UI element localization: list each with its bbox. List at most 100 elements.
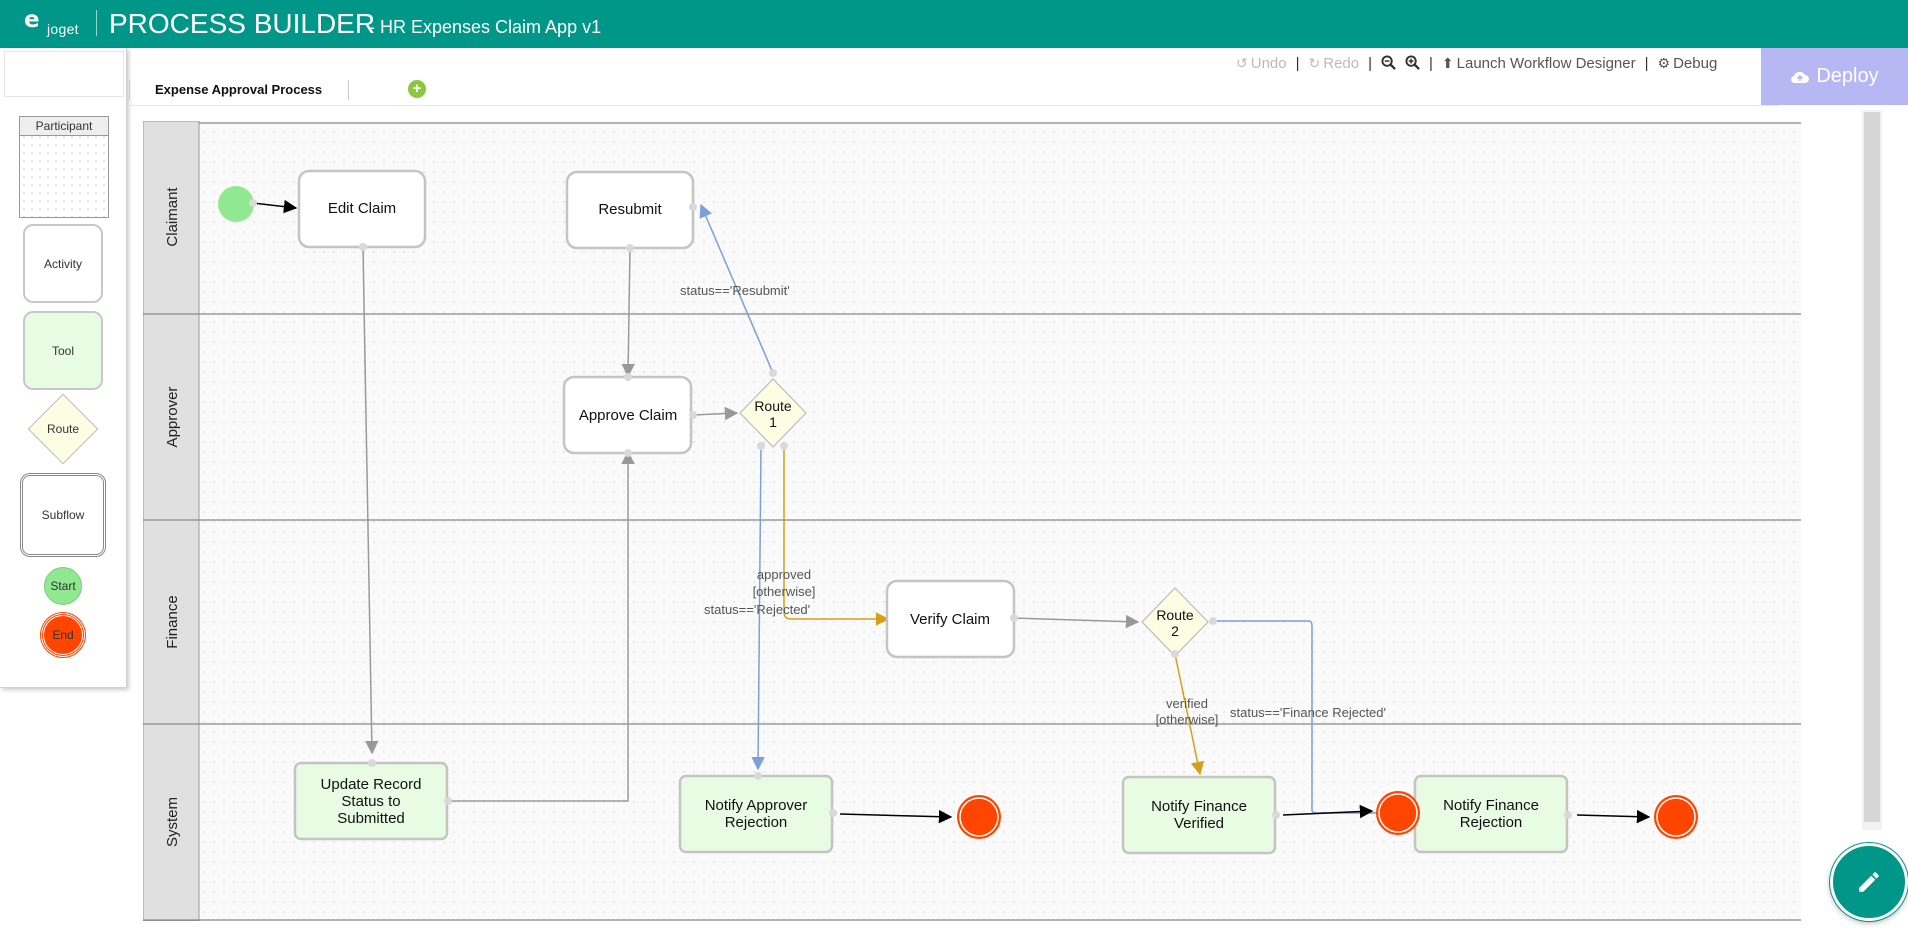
swimlane-approver[interactable]: Approver bbox=[143, 313, 200, 521]
toolbar-separator: | bbox=[1644, 55, 1649, 72]
transition-update-approve[interactable] bbox=[448, 450, 635, 802]
activity-label: Approve Claim bbox=[579, 407, 677, 424]
toolbar-separator: | bbox=[1429, 55, 1433, 72]
palette-subflow-label: Subflow bbox=[41, 508, 85, 522]
palette-start-label: Start bbox=[50, 579, 76, 593]
zoom-out-icon bbox=[1381, 55, 1396, 70]
tab-divider bbox=[348, 80, 349, 100]
tab-divider bbox=[129, 80, 130, 100]
transition-start-edit[interactable] bbox=[252, 199, 298, 214]
header-divider bbox=[96, 10, 97, 36]
swimlane-label: System bbox=[164, 797, 181, 847]
palette-activity-label: Activity bbox=[43, 256, 82, 271]
palette-search-box[interactable] bbox=[4, 51, 124, 97]
route-label: 2 bbox=[1171, 623, 1179, 639]
transition-notify-rejection-end[interactable] bbox=[1576, 809, 1651, 824]
end-node[interactable] bbox=[1376, 791, 1420, 835]
condition-label: status=='Resubmit' bbox=[680, 283, 790, 298]
tool-label: Submitted bbox=[337, 810, 405, 827]
end-node[interactable] bbox=[1654, 795, 1698, 839]
tool-label: Rejection bbox=[1460, 814, 1523, 831]
route-label: 1 bbox=[769, 414, 777, 430]
tool-notify-finance-rejection[interactable]: Notify Finance Rejection bbox=[1413, 774, 1569, 854]
condition-label: verified bbox=[1166, 696, 1208, 711]
undo-icon: ↺ bbox=[1236, 56, 1248, 72]
palette-participant[interactable]: Participant bbox=[19, 116, 109, 218]
swimlane-label: Approver bbox=[164, 387, 181, 448]
process-canvas[interactable]: Claimant Approver Finance System status=… bbox=[143, 121, 1801, 921]
transition-notify-approver-end[interactable] bbox=[839, 809, 953, 824]
swimlane-finance[interactable]: Finance bbox=[143, 519, 200, 725]
transition-route1-resubmit[interactable] bbox=[699, 203, 774, 374]
cloud-upload-icon bbox=[1791, 71, 1810, 83]
zoom-out-button[interactable] bbox=[1381, 55, 1396, 75]
launch-workflow-designer-button[interactable]: ⬆Launch Workflow Designer bbox=[1441, 55, 1636, 72]
toolbar-separator: | bbox=[1368, 55, 1372, 72]
tool-notify-finance-verified[interactable]: Notify Finance Verified bbox=[1121, 775, 1277, 855]
element-palette: Participant Activity Tool Route Subflow … bbox=[0, 48, 127, 688]
end-node[interactable] bbox=[957, 795, 1001, 839]
route-label: Route bbox=[1156, 607, 1194, 623]
redo-icon: ↻ bbox=[1308, 56, 1321, 72]
tool-label: Notify Approver bbox=[705, 797, 808, 814]
tool-label: Verified bbox=[1174, 815, 1224, 832]
activity-verify-claim[interactable]: Verify Claim bbox=[885, 579, 1016, 659]
tool-notify-approver-rejection[interactable]: Notify Approver Rejection bbox=[678, 774, 834, 854]
tool-label: Update Record bbox=[321, 776, 422, 793]
palette-route-label: Route bbox=[46, 422, 80, 436]
zoom-in-icon bbox=[1405, 55, 1420, 70]
transition-resubmit-approve[interactable] bbox=[621, 247, 635, 378]
activity-approve-claim[interactable]: Approve Claim bbox=[562, 375, 693, 455]
palette-subflow[interactable]: Subflow bbox=[20, 473, 106, 557]
deploy-label: Deploy bbox=[1816, 65, 1879, 87]
activity-resubmit[interactable]: Resubmit bbox=[565, 170, 695, 250]
gear-icon: ⚙ bbox=[1657, 56, 1671, 72]
deploy-button[interactable]: Deploy bbox=[1761, 48, 1908, 105]
tool-update-record-status[interactable]: Update Record Status to Submitted bbox=[293, 761, 449, 841]
debug-button[interactable]: ⚙Debug bbox=[1657, 55, 1718, 72]
plus-icon[interactable]: + bbox=[408, 80, 426, 98]
activity-edit-claim[interactable]: Edit Claim bbox=[297, 169, 427, 249]
canvas-scrollbar-thumb[interactable] bbox=[1864, 112, 1880, 822]
transition-notify-verified-end[interactable] bbox=[1282, 804, 1374, 819]
transition-edit-update[interactable] bbox=[362, 246, 379, 755]
start-node[interactable] bbox=[218, 186, 254, 222]
process-diagram[interactable]: Claimant Approver Finance System status=… bbox=[143, 121, 1801, 921]
route-1[interactable]: Route 1 bbox=[739, 378, 807, 448]
activity-label: Edit Claim bbox=[328, 200, 396, 217]
transition-route2-notify-verified[interactable] bbox=[1174, 653, 1205, 776]
transition-route1-verify[interactable] bbox=[783, 446, 890, 626]
palette-tool[interactable]: Tool bbox=[23, 311, 103, 390]
logo-mark-icon: e bbox=[24, 7, 40, 33]
palette-start[interactable]: Start bbox=[44, 567, 82, 605]
palette-participant-label: Participant bbox=[20, 117, 108, 136]
condition-label: approved bbox=[757, 567, 811, 582]
joget-logo[interactable]: e joget bbox=[22, 7, 88, 39]
tool-label: Notify Finance bbox=[1151, 798, 1247, 815]
tool-label: Rejection bbox=[725, 814, 788, 831]
redo-button[interactable]: ↻Redo bbox=[1308, 55, 1360, 72]
transition-route1-notify-approver[interactable] bbox=[751, 445, 765, 771]
undo-button[interactable]: ↺Undo bbox=[1236, 55, 1287, 72]
palette-tool-label: Tool bbox=[51, 343, 74, 358]
transition-approve-route1[interactable] bbox=[692, 406, 739, 421]
condition-label: status=='Finance Rejected' bbox=[1230, 705, 1386, 720]
transition-verify-route2[interactable] bbox=[1013, 614, 1140, 629]
swimlane-system[interactable]: System bbox=[143, 723, 200, 921]
header-bar: e joget PROCESS BUILDER - HR Expenses Cl… bbox=[0, 0, 1908, 48]
tab-expense-approval-process[interactable]: Expense Approval Process bbox=[155, 82, 323, 97]
route-label: Route bbox=[754, 398, 792, 414]
condition-label: [otherwise] bbox=[1156, 712, 1219, 727]
palette-route[interactable]: Route bbox=[28, 414, 98, 444]
tool-label: Status to bbox=[341, 793, 400, 810]
condition-label: status=='Rejected' bbox=[704, 602, 810, 617]
connector-handles bbox=[249, 199, 1572, 819]
swimlane-claimant[interactable]: Claimant bbox=[143, 121, 200, 315]
edit-fab-button[interactable] bbox=[1830, 843, 1908, 921]
palette-activity[interactable]: Activity bbox=[23, 224, 103, 303]
zoom-in-button[interactable] bbox=[1405, 55, 1420, 75]
toolbar: ↺Undo | ↻Redo | | ⬆Launch Workflow Desig… bbox=[1236, 55, 1717, 75]
palette-end[interactable]: End bbox=[41, 613, 85, 657]
app-subtitle: - HR Expenses Claim App v1 bbox=[369, 17, 602, 37]
activity-label: Resubmit bbox=[598, 201, 662, 218]
